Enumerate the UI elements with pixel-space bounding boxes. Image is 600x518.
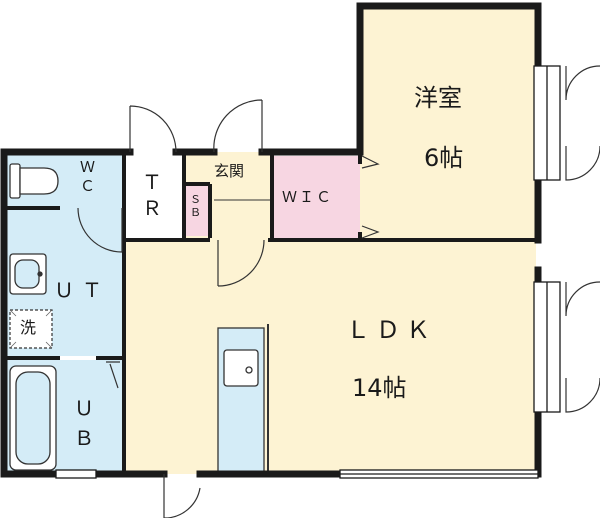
toilet-label: Ｗ Ｃ bbox=[80, 160, 95, 194]
ldk-name: ＬＤＫ bbox=[346, 316, 436, 344]
wic-floor bbox=[272, 156, 360, 240]
bath-label-line1: Ｕ bbox=[74, 396, 94, 420]
western-room-name: 洋室 bbox=[414, 84, 462, 112]
door-swings bbox=[77, 65, 600, 518]
washer-space bbox=[9, 309, 53, 349]
sink-fixture bbox=[9, 253, 47, 295]
interior-walls bbox=[4, 152, 362, 474]
washer-cross bbox=[9, 309, 53, 349]
western-room-floor bbox=[360, 8, 536, 240]
shoe-box-floor bbox=[186, 184, 210, 236]
toilet-fixture bbox=[9, 163, 59, 199]
windows bbox=[55, 65, 561, 479]
trunk-room-label-line2: Ｒ bbox=[142, 196, 162, 220]
bath-label: Ｕ Ｂ bbox=[74, 398, 94, 448]
fixtures bbox=[9, 163, 269, 475]
shoe-box-label-line2: Ｂ bbox=[190, 206, 201, 219]
utility-label: ＵＴ bbox=[54, 278, 110, 302]
bath-label-line2: Ｂ bbox=[74, 426, 94, 450]
kitchen-counter bbox=[217, 324, 269, 475]
ldk-floor bbox=[124, 240, 536, 474]
trunk-room-floor bbox=[124, 152, 184, 240]
entrance-label: 玄関 bbox=[214, 162, 245, 180]
ldk-size: 14帖 bbox=[352, 374, 407, 402]
toilet-label-line2: Ｃ bbox=[80, 177, 96, 195]
bathtub-fixture bbox=[9, 365, 57, 471]
trunk-room-label: Ｔ Ｒ bbox=[142, 172, 162, 218]
shoe-box-label: Ｓ Ｂ bbox=[190, 194, 201, 218]
washer-label: 洗 bbox=[20, 318, 37, 337]
wic-label: ＷＩＣ bbox=[282, 188, 334, 206]
shoe-box-label-line1: Ｓ bbox=[190, 193, 201, 206]
western-room-size: 6帖 bbox=[424, 144, 464, 172]
toilet-label-line1: Ｗ bbox=[80, 158, 96, 176]
trunk-room-label-line1: Ｔ bbox=[142, 170, 162, 194]
